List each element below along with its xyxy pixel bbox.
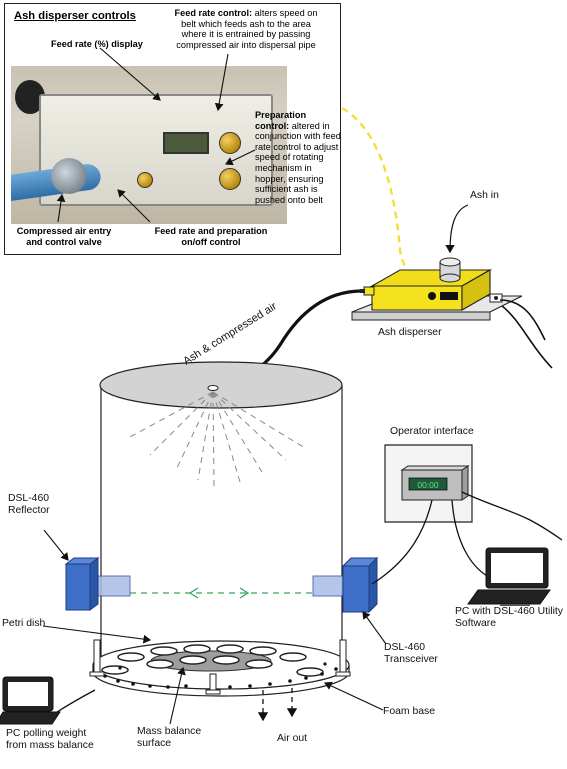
- label-ash-in: Ash in: [470, 190, 499, 201]
- label-dsl-reflector: DSL-460 Reflector: [8, 493, 50, 516]
- laptop-pc-dsl: [467, 547, 551, 606]
- balance-to-pc-cable: [56, 689, 96, 713]
- inset-link-dashed: [341, 106, 419, 283]
- petri-dishes: [101, 644, 324, 677]
- air-valve-fitting: [51, 158, 87, 194]
- chamber-feet: [89, 639, 351, 695]
- interface-to-transceiver-cable: [371, 499, 433, 585]
- ash-disperser-controls-inset: Ash disperser controls Feed rate (%) dis…: [4, 3, 341, 255]
- label-mass-balance: Mass balance surface: [137, 726, 202, 749]
- inset-leader-lines: [56, 47, 256, 223]
- preparation-knob: [219, 168, 241, 190]
- label-ash-compressed-air: Ash & compressed air: [181, 300, 279, 367]
- laptop-pc-polling: [0, 676, 61, 725]
- label-feed-rate-control: Feed rate control: alters speed on belt …: [174, 8, 318, 50]
- label-dsl-transceiver: DSL-460 Transceiver: [384, 642, 438, 665]
- lcd-readout: 00:00: [417, 480, 439, 490]
- label-pc-dsl: PC with DSL-460 Utility Software: [455, 606, 563, 629]
- label-foam-base: Foam base: [383, 706, 435, 717]
- label-feed-rate-display: Feed rate (%) display: [51, 39, 143, 49]
- label-pc-polling: PC polling weight from mass balance: [6, 728, 94, 751]
- inset-title: Ash disperser controls: [14, 10, 136, 22]
- label-compressed-air-entry: Compressed air entry and control valve: [16, 226, 112, 247]
- disperser-cable-2: [501, 305, 553, 369]
- label-feed-prep-onoff: Feed rate and preparation on/off control: [154, 226, 268, 247]
- label-preparation-control: Preparation control: altered in conjunct…: [255, 110, 341, 205]
- laser-beam: [130, 587, 313, 599]
- interface-cable-out: [461, 491, 563, 541]
- label-arrows: [42, 529, 387, 725]
- air-out-arrows: [257, 688, 298, 722]
- foam-base-holes: [103, 662, 338, 689]
- dsl-reflector-device: [64, 557, 131, 611]
- label-operator-interface: Operator interface: [390, 426, 474, 437]
- ash-spray-lines: [127, 391, 306, 487]
- ash-disperser-photo: [11, 66, 287, 224]
- disperser-cable-1: [499, 299, 546, 341]
- ash-disperser-device: [351, 257, 523, 321]
- on-off-switch: [137, 172, 153, 188]
- label-petri-dish: Petri dish: [2, 618, 46, 629]
- ash-in-arrow: [445, 204, 469, 254]
- dsl-transceiver-device: [312, 556, 379, 614]
- feed-rate-knob: [219, 132, 241, 154]
- operator-interface-device: 00:00: [384, 444, 473, 523]
- label-ash-disperser: Ash disperser: [378, 327, 442, 338]
- feed-rate-lcd: [163, 132, 209, 154]
- label-air-out: Air out: [277, 733, 308, 744]
